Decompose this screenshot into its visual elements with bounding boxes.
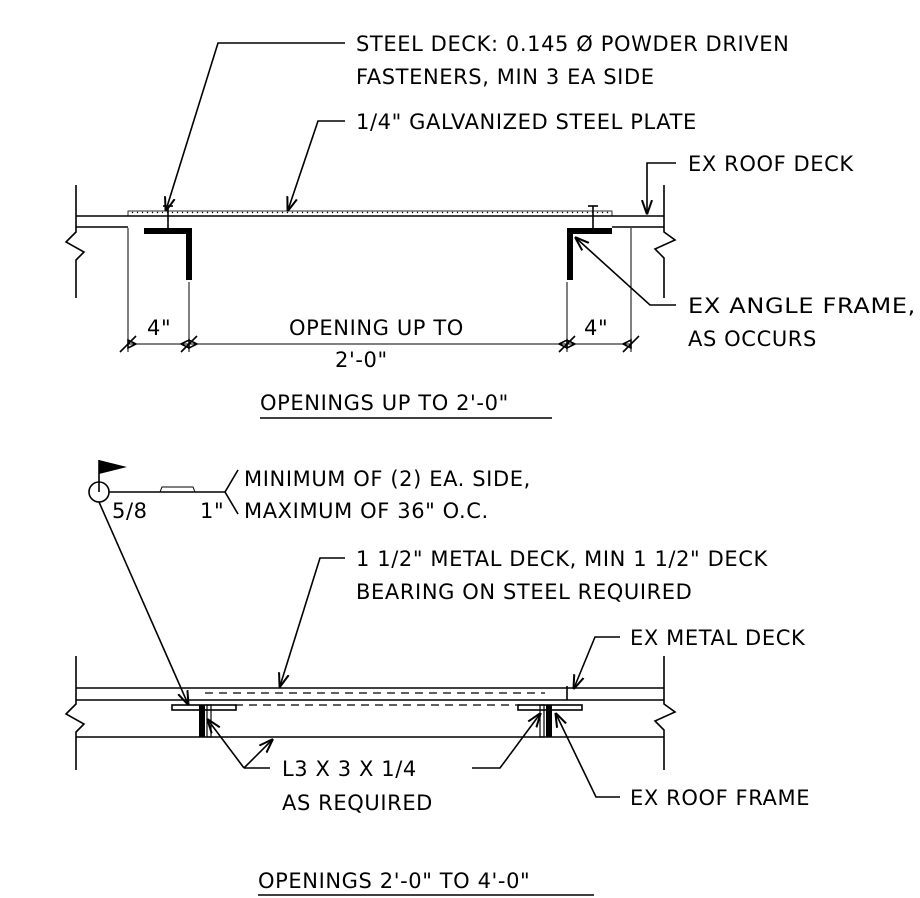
ex-metal-deck-label: EX METAL DECK	[630, 626, 806, 650]
bottom-detail: 5/8 1" MINIMUM OF (2) EA. SIDE, MAXIMUM …	[64, 460, 810, 896]
plate-label: 1/4" GALVANIZED STEEL PLATE	[356, 110, 697, 134]
opening-dimension-line1: OPENING UP TO	[289, 316, 464, 340]
leader-angle-frame	[576, 238, 676, 306]
fasteners-label-line2: FASTENERS, MIN 3 EA SIDE	[356, 65, 655, 89]
metal-deck-label-line1: 1 1/2" METAL DECK, MIN 1 1/2" DECK	[356, 547, 768, 571]
top-detail: STEEL DECK: 0.145 Ø POWDER DRIVEN FASTEN…	[64, 32, 916, 419]
angle-label-line1: L3 X 3 X 1/4	[282, 757, 417, 781]
galvanized-steel-plate	[127, 210, 613, 217]
weld-symbol	[88, 460, 239, 704]
angle-frame-left	[144, 228, 192, 280]
leader-fasteners	[166, 42, 345, 210]
angle-frame-right	[567, 228, 612, 280]
angle-l3x3-left	[171, 704, 237, 738]
weld-size: 5/8	[112, 499, 148, 523]
angle-frame-label-line1: EX ANGLE FRAME,	[688, 294, 916, 318]
leader-plate	[288, 120, 345, 210]
opening-dimension-line2: 2'-0"	[335, 348, 388, 372]
weld-leader	[98, 501, 188, 704]
angle-frame-label-line2: AS OCCURS	[688, 327, 817, 351]
leader-angle-right	[472, 714, 540, 769]
left-bearing-dimension: 4"	[147, 316, 171, 340]
break-line-right	[653, 185, 677, 298]
right-bearing-dimension: 4"	[584, 316, 608, 340]
roof-frame-label: EX ROOF FRAME	[630, 786, 810, 810]
metal-deck-label-line2: BEARING ON STEEL REQUIRED	[356, 580, 692, 604]
weld-note-line1: MINIMUM OF (2) EA. SIDE,	[244, 467, 531, 491]
break-line-right-bottom	[653, 656, 677, 770]
weld-tail	[224, 469, 239, 515]
break-line-left-bottom	[64, 656, 86, 770]
leader-roof-deck	[647, 162, 676, 213]
weld-note-line2: MAXIMUM OF 36" O.C.	[244, 499, 489, 523]
break-line-left	[64, 185, 86, 298]
angle-label-line2: AS REQUIRED	[282, 791, 433, 815]
bottom-detail-title: OPENINGS 2'-0" TO 4'-0"	[258, 869, 530, 893]
angle-l3x3-right	[517, 704, 583, 738]
leader-ex-metal-deck	[574, 636, 620, 688]
leader-roof-frame	[556, 714, 620, 798]
top-detail-title: OPENINGS UP TO 2'-0"	[260, 391, 509, 415]
weld-length: 1"	[200, 499, 224, 523]
field-weld-flag-icon	[99, 460, 127, 474]
fasteners-label-line1: STEEL DECK: 0.145 Ø POWDER DRIVEN	[356, 32, 789, 56]
leader-metal-deck	[280, 557, 345, 686]
roof-deck-label: EX ROOF DECK	[688, 152, 854, 176]
